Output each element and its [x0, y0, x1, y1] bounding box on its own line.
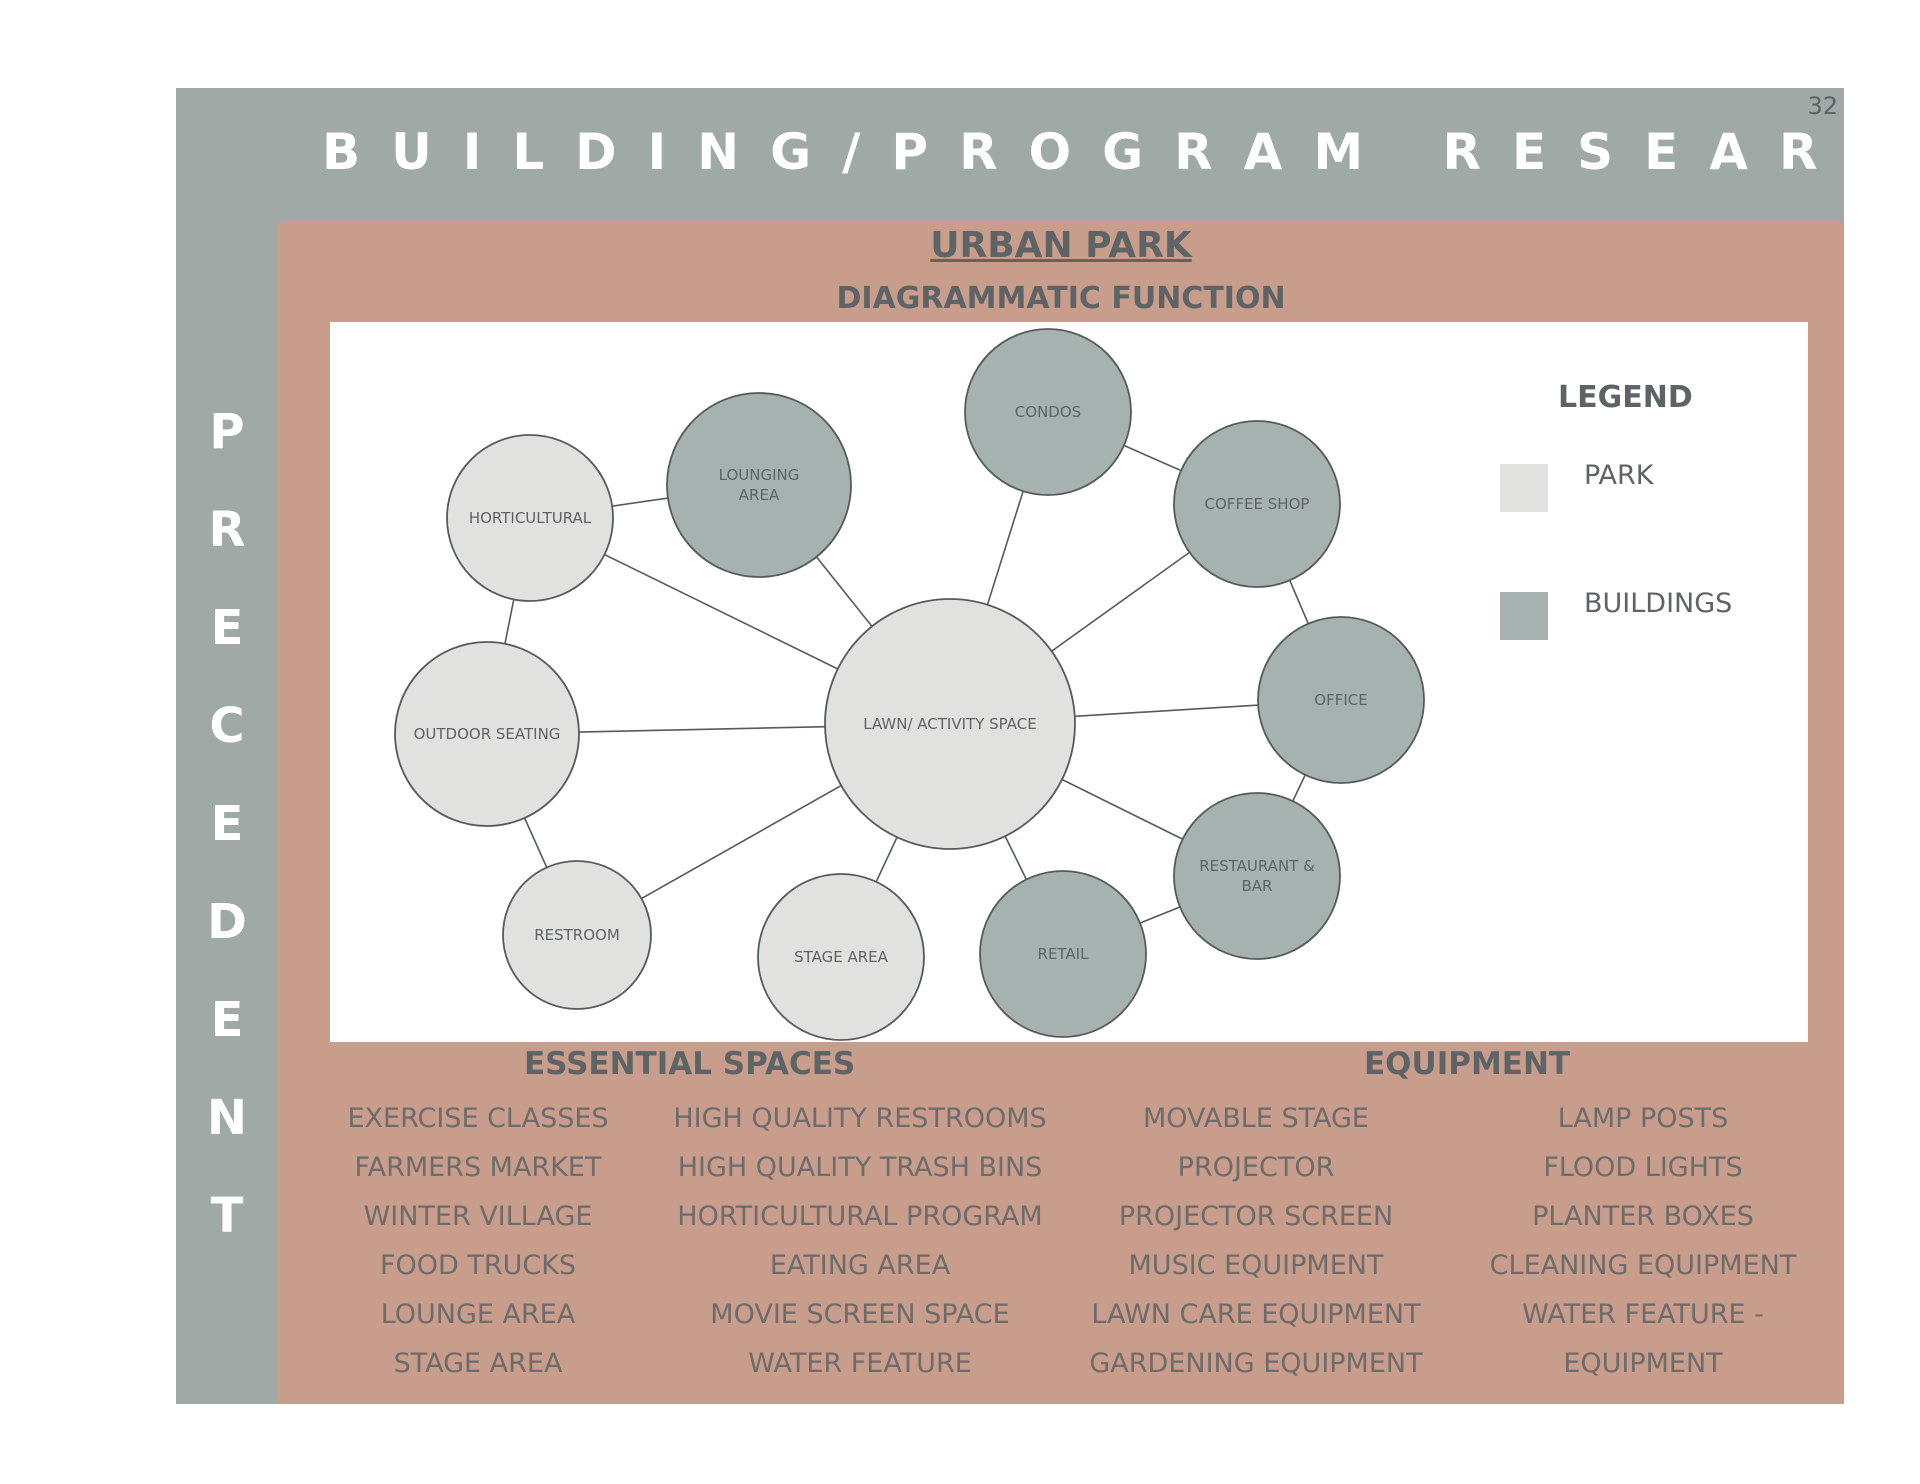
node-circle — [1257, 616, 1425, 784]
legend-label-park: PARK — [1584, 460, 1654, 491]
node-outdoor: OUTDOOR SEATING — [394, 641, 580, 827]
node-label: RETAIL — [1038, 945, 1090, 963]
node-circle — [1173, 420, 1341, 588]
node-circle — [502, 860, 652, 1010]
sidebar-letter: E — [210, 600, 244, 656]
sidebar-letter: E — [210, 796, 244, 852]
list-item: MOVIE SCREEN SPACE — [710, 1299, 1010, 1330]
section-title: URBAN PARK — [930, 225, 1192, 266]
node-label: HORTICULTURAL — [469, 509, 592, 527]
node-circle — [666, 392, 852, 578]
list-item: HORTICULTURAL PROGRAM — [677, 1201, 1043, 1232]
node-label: CONDOS — [1015, 403, 1081, 421]
header-bar: BUILDING/PROGRAM RESEARCH 32 — [278, 88, 1920, 222]
sidebar-letter: C — [209, 698, 245, 754]
sidebar-letter: E — [210, 992, 244, 1048]
list-item: WINTER VILLAGE — [363, 1201, 593, 1232]
node-label: OUTDOOR SEATING — [414, 725, 561, 743]
node-label: RESTROOM — [534, 926, 620, 944]
page-number: 32 — [1807, 92, 1838, 120]
list-item: GARDENING EQUIPMENT — [1089, 1348, 1423, 1379]
sidebar-letter: P — [209, 404, 245, 460]
list-item: HIGH QUALITY TRASH BINS — [677, 1152, 1043, 1183]
section-subtitle: DIAGRAMMATIC FUNCTION — [836, 281, 1286, 316]
page-title: BUILDING/PROGRAM RESEARCH — [322, 123, 1920, 181]
node-circle — [394, 641, 580, 827]
legend-swatch-buildings — [1500, 592, 1548, 640]
node-label: STAGE AREA — [794, 948, 889, 966]
legend-swatch-park — [1500, 464, 1548, 512]
node-retail: RETAIL — [979, 870, 1147, 1038]
list-item: PROJECTOR SCREEN — [1118, 1201, 1394, 1232]
main-panel: URBAN PARK DIAGRAMMATIC FUNCTION LAWN/ A… — [278, 222, 1844, 1404]
essential-spaces-title: ESSENTIAL SPACES — [524, 1046, 856, 1082]
node-label: AREA — [739, 486, 780, 504]
node-condos: CONDOS — [964, 328, 1132, 496]
equipment-title: EQUIPMENT — [1364, 1046, 1571, 1082]
node-circle — [979, 870, 1147, 1038]
node-coffee: COFFEE SHOP — [1173, 420, 1341, 588]
node-label: LOUNGING — [719, 466, 800, 484]
legend-title: LEGEND — [1558, 380, 1693, 415]
node-circle — [964, 328, 1132, 496]
list-item: STAGE AREA — [393, 1348, 563, 1379]
essential-spaces-col1: EXERCISE CLASSES FARMERS MARKET WINTER V… — [328, 1094, 628, 1388]
node-restroom: RESTROOM — [502, 860, 652, 1010]
list-item: PROJECTOR — [1177, 1152, 1335, 1183]
nodes-layer: LAWN/ ACTIVITY SPACE HORTICULTURAL LOUNGIN… — [394, 328, 1425, 1041]
node-circle — [446, 434, 614, 602]
list-item: FLOOD LIGHTS — [1543, 1152, 1743, 1183]
node-circle — [824, 598, 1076, 850]
diagram-panel: LAWN/ ACTIVITY SPACE HORTICULTURAL LOUNGIN… — [330, 322, 1808, 1042]
equipment-col1: MOVABLE STAGE PROJECTOR PROJECTOR SCREEN… — [1066, 1094, 1446, 1388]
list-item: EATING AREA — [769, 1250, 951, 1281]
list-item: LOUNGE AREA — [380, 1299, 576, 1330]
sidebar-letter: D — [207, 894, 247, 950]
node-label: BAR — [1242, 877, 1273, 895]
sidebar-precedent: P R E C E D E N T — [176, 88, 278, 1404]
node-label: RESTAURANT & — [1199, 857, 1315, 875]
list-item: FARMERS MARKET — [354, 1152, 602, 1183]
equipment-col2: LAMP POSTS FLOOD LIGHTS PLANTER BOXES CL… — [1468, 1094, 1818, 1388]
list-item: MOVABLE STAGE — [1142, 1103, 1369, 1134]
list-item: CLEANING EQUIPMENT — [1489, 1250, 1797, 1281]
list-item: MUSIC EQUIPMENT — [1128, 1250, 1384, 1281]
list-item: FOOD TRUCKS — [379, 1250, 577, 1281]
node-office: OFFICE — [1257, 616, 1425, 784]
list-item: LAMP POSTS — [1557, 1103, 1729, 1134]
list-item: EQUIPMENT — [1563, 1348, 1723, 1379]
node-label: OFFICE — [1314, 691, 1367, 709]
list-item: WATER FEATURE - — [1522, 1299, 1764, 1330]
list-item: WATER FEATURE — [748, 1348, 972, 1379]
node-label: LAWN/ ACTIVITY SPACE — [863, 715, 1036, 733]
node-stage: STAGE AREA — [757, 873, 925, 1041]
list-item: HIGH QUALITY RESTROOMS — [673, 1103, 1047, 1134]
node-circle — [1173, 792, 1341, 960]
essential-spaces-col2: HIGH QUALITY RESTROOMS HIGH QUALITY TRAS… — [660, 1094, 1060, 1388]
sidebar-letter: T — [210, 1188, 244, 1244]
list-item: EXERCISE CLASSES — [347, 1103, 609, 1134]
list-item: PLANTER BOXES — [1532, 1201, 1754, 1232]
node-lounging: LOUNGING AREA — [666, 392, 852, 578]
legend-label-buildings: BUILDINGS — [1584, 588, 1733, 619]
node-restaurant: RESTAURANT & BAR — [1173, 792, 1341, 960]
node-lawn: LAWN/ ACTIVITY SPACE — [824, 598, 1076, 850]
node-horticultural: HORTICULTURAL — [446, 434, 614, 602]
bubble-diagram: LAWN/ ACTIVITY SPACE HORTICULTURAL LOUNGIN… — [394, 328, 1425, 1041]
node-circle — [757, 873, 925, 1041]
list-item: LAWN CARE EQUIPMENT — [1091, 1299, 1421, 1330]
sidebar-letter: R — [208, 502, 246, 558]
sidebar-letter: N — [206, 1090, 248, 1146]
node-label: COFFEE SHOP — [1205, 495, 1310, 513]
